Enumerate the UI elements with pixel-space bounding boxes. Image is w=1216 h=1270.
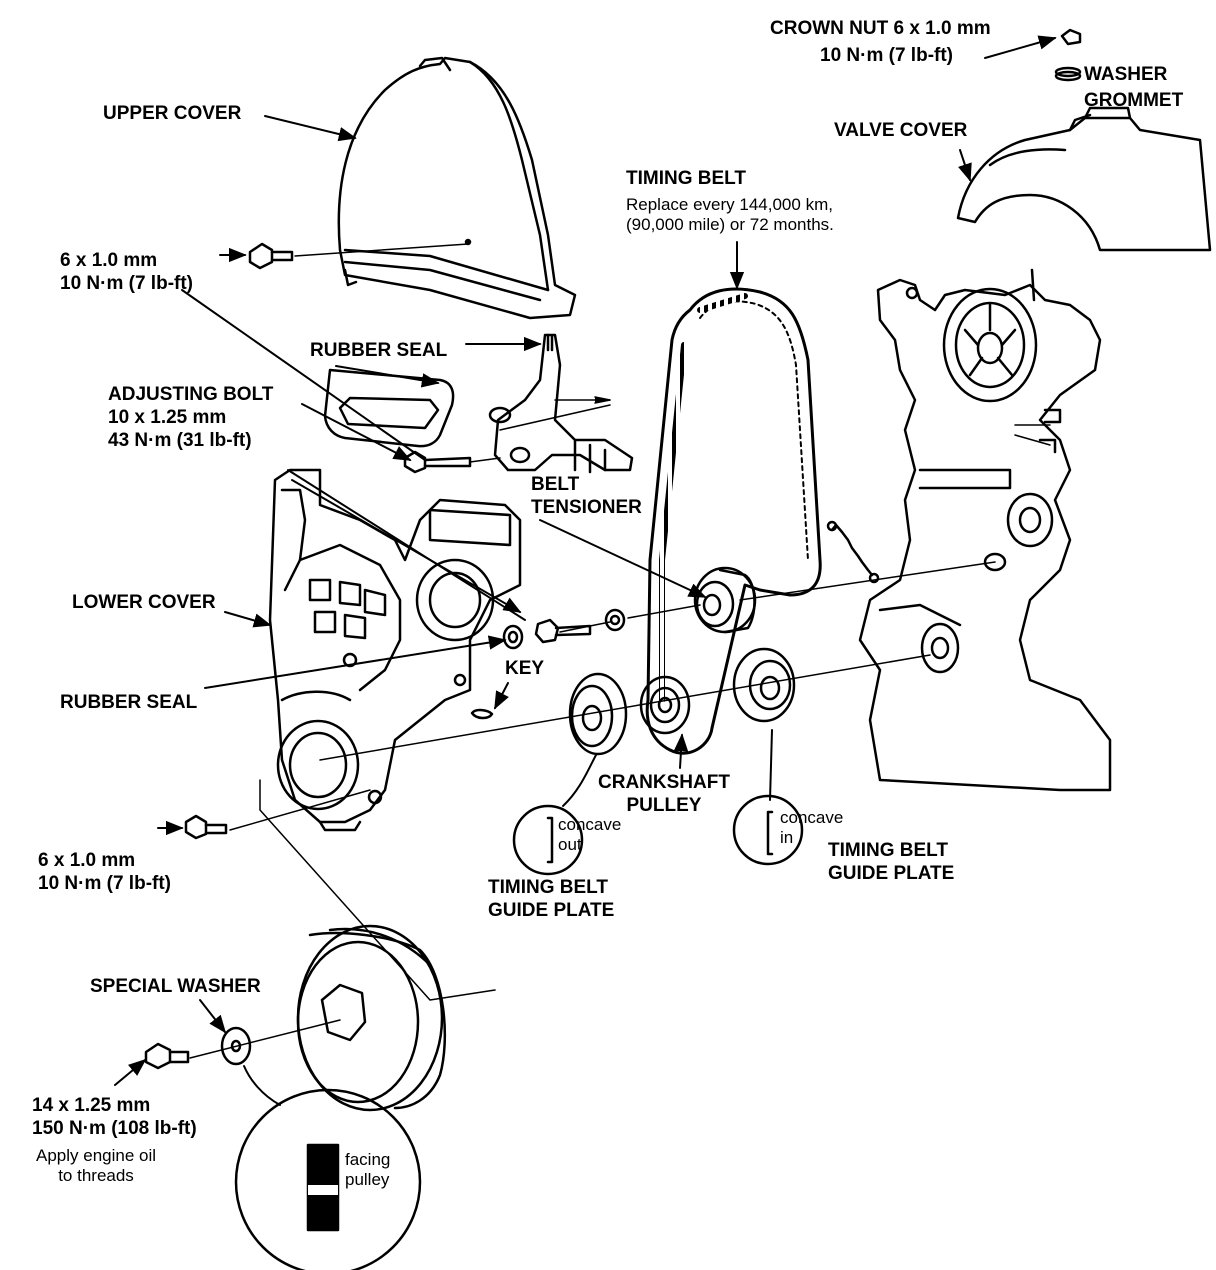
upper-bolt-label: 6 x 1.0 mm 10 N·m (7 lb-ft) bbox=[60, 250, 193, 296]
guide-plate-right-part bbox=[732, 647, 796, 723]
upper-bolt bbox=[248, 242, 294, 270]
belt-tensioner-pulley bbox=[693, 566, 757, 634]
key-label: KEY bbox=[505, 658, 545, 679]
crankshaft-pulley-large bbox=[296, 924, 447, 1112]
tensioner-spring bbox=[826, 520, 880, 584]
upper-cover bbox=[337, 56, 577, 320]
facing-pulley-detail bbox=[234, 1088, 422, 1270]
upper-cover-label: UPPER COVER bbox=[103, 103, 242, 124]
facing-pulley-label: facing pulley bbox=[345, 1150, 390, 1191]
valve-cover-label: VALVE COVER bbox=[834, 120, 968, 141]
timing-belt bbox=[645, 287, 822, 755]
concave-in-detail bbox=[732, 794, 804, 866]
crank-bolt-label: 14 x 1.25 mm 150 N·m (108 lb-ft) bbox=[32, 1095, 197, 1141]
concave-in-line-1: concave bbox=[780, 808, 844, 827]
key-part bbox=[470, 708, 494, 720]
rubber-seal-bottom-label: RUBBER SEAL bbox=[60, 692, 198, 713]
guide-plate-left-label: TIMING BELT GUIDE PLATE bbox=[488, 877, 614, 923]
guide-plate-right-line-2: GUIDE PLATE bbox=[828, 862, 955, 884]
timing-belt-note-line-1: Replace every 144,000 km, bbox=[626, 195, 833, 214]
guide-plate-left-line-1: TIMING BELT bbox=[488, 877, 608, 898]
lower-bolt bbox=[184, 814, 228, 840]
guide-plate-right-label: TIMING BELT GUIDE PLATE bbox=[828, 840, 954, 886]
concave-in-label: concave in bbox=[780, 808, 843, 849]
timing-belt-label: TIMING BELT bbox=[626, 168, 746, 189]
concave-out-line-1: concave bbox=[558, 815, 622, 834]
lower-bolt-label: 6 x 1.0 mm 10 N·m (7 lb-ft) bbox=[38, 850, 171, 896]
crown-nut-part bbox=[1060, 28, 1082, 46]
upper-bolt-torque: 10 N·m (7 lb-ft) bbox=[60, 272, 193, 294]
concave-out-line-2: out bbox=[558, 835, 582, 855]
crown-nut-label: CROWN NUT 6 x 1.0 mm bbox=[770, 18, 991, 41]
timing-belt-note: Replace every 144,000 km, (90,000 mile) … bbox=[626, 195, 834, 236]
lower-cover bbox=[268, 468, 522, 832]
crankshaft-pulley-line-2: PULLEY bbox=[626, 794, 702, 816]
crown-nut-spec: CROWN NUT 6 x 1.0 mm bbox=[770, 18, 991, 39]
belt-tensioner-label: BELT TENSIONER bbox=[531, 474, 642, 520]
concave-out-label: concave out bbox=[558, 815, 621, 856]
crankshaft-pulley-line-1: CRANKSHAFT bbox=[598, 772, 730, 793]
leader-lines bbox=[114, 35, 1057, 1106]
washer-label: WASHER bbox=[1084, 64, 1168, 85]
crankshaft-pulley-label: CRANKSHAFT PULLEY bbox=[598, 772, 730, 818]
concave-in-line-2: in bbox=[780, 828, 794, 848]
washer-grommet-part bbox=[1054, 66, 1082, 82]
valve-cover bbox=[956, 106, 1212, 252]
crank-bolt-note: Apply engine oil to threads bbox=[36, 1146, 156, 1187]
adjusting-bolt-title: ADJUSTING BOLT bbox=[108, 384, 274, 405]
lower-bolt-size: 6 x 1.0 mm bbox=[38, 850, 136, 871]
upper-bolt-size: 6 x 1.0 mm bbox=[60, 250, 158, 271]
adjusting-bolt-label: ADJUSTING BOLT 10 x 1.25 mm 43 N·m (31 l… bbox=[108, 384, 273, 452]
crank-bolt-note-line-1: Apply engine oil bbox=[36, 1146, 157, 1165]
special-washer-label: SPECIAL WASHER bbox=[90, 976, 261, 997]
guide-plate-right-line-1: TIMING BELT bbox=[828, 840, 948, 861]
crank-bolt-size: 14 x 1.25 mm bbox=[32, 1095, 151, 1116]
belt-tensioner-line-1: BELT bbox=[531, 474, 580, 495]
facing-pulley-line-2: pulley bbox=[345, 1170, 390, 1190]
guide-plate-left-part bbox=[568, 672, 628, 756]
tensioner-washer bbox=[604, 608, 626, 632]
grommet-label: GROMMET bbox=[1084, 90, 1184, 111]
engine-block bbox=[858, 268, 1112, 792]
rubber-seal-lower-part bbox=[502, 624, 524, 650]
facing-pulley-line-1: facing bbox=[345, 1150, 391, 1169]
guide-plate-left-line-2: GUIDE PLATE bbox=[488, 899, 615, 921]
rubber-seal-top-label: RUBBER SEAL bbox=[310, 340, 448, 361]
adjusting-bolt bbox=[403, 450, 472, 474]
belt-tensioner-line-2: TENSIONER bbox=[531, 496, 642, 518]
timing-belt-note-line-2: (90,000 mile) or 72 months. bbox=[626, 215, 834, 235]
adjusting-bolt-torque: 43 N·m (31 lb-ft) bbox=[108, 429, 252, 451]
lower-bolt-torque: 10 N·m (7 lb-ft) bbox=[38, 872, 171, 894]
crank-bolt-torque: 150 N·m (108 lb-ft) bbox=[32, 1117, 197, 1139]
tensioner-bracket bbox=[488, 333, 634, 474]
crank-bolt bbox=[144, 1042, 190, 1070]
tensioner-bolt bbox=[534, 618, 592, 644]
crown-nut-torque: 10 N·m (7 lb-ft) bbox=[820, 45, 953, 66]
crank-bolt-note-line-2: to threads bbox=[58, 1166, 134, 1186]
lower-cover-label: LOWER COVER bbox=[72, 592, 216, 613]
alignment-lines bbox=[189, 243, 1051, 1059]
rubber-seal-upper bbox=[323, 368, 455, 448]
adjusting-bolt-size: 10 x 1.25 mm bbox=[108, 406, 227, 428]
concave-out-detail bbox=[512, 804, 584, 876]
